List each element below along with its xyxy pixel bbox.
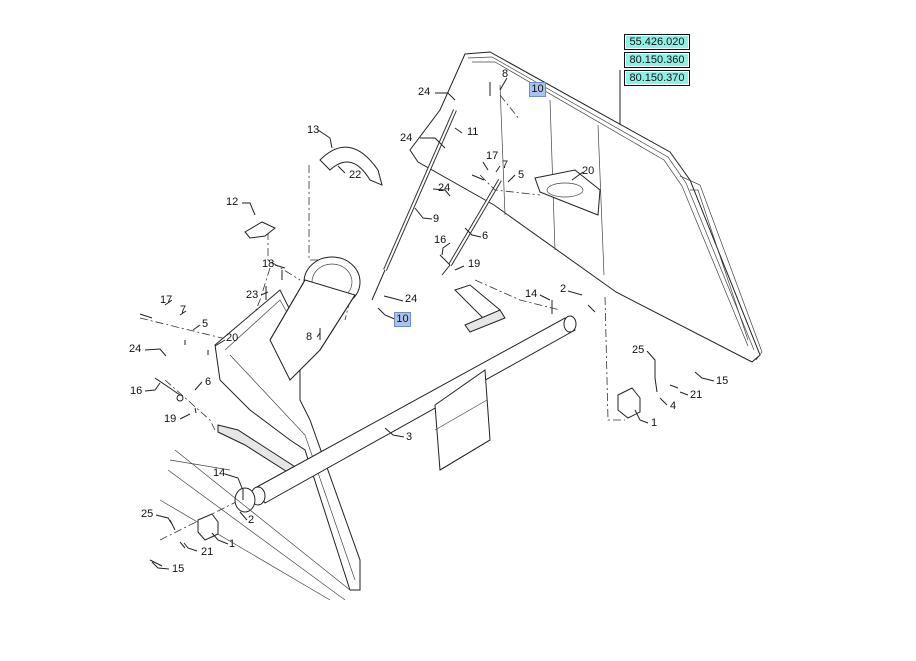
callout-2: 2: [560, 283, 567, 295]
reference-code-3[interactable]: 80.150.370: [624, 70, 690, 86]
callout-1: 1: [651, 417, 658, 429]
callout-15: 15: [716, 375, 729, 387]
callout-9: 9: [433, 213, 440, 225]
callout-24: 24: [400, 132, 413, 144]
callout-12: 12: [226, 196, 239, 208]
callout-21: 21: [201, 546, 214, 558]
callout-17: 17: [486, 150, 499, 162]
main-axle: [234, 315, 577, 513]
ladder-step: [434, 284, 506, 471]
highlighted-callout-10-left[interactable]: 10: [394, 312, 411, 327]
reference-code-1[interactable]: 55.426.020: [624, 34, 690, 50]
callout-25: 25: [632, 344, 645, 356]
callout-1: 1: [229, 538, 236, 550]
callout-24: 24: [438, 182, 451, 194]
callout-15: 15: [172, 563, 185, 575]
callout-leaders: [144, 77, 715, 570]
callout-16: 16: [130, 385, 143, 397]
callout-5: 5: [202, 318, 209, 330]
callout-11: 11: [467, 126, 479, 138]
callout-19: 19: [468, 258, 481, 270]
callout-7: 7: [180, 304, 187, 316]
callout-5: 5: [518, 169, 525, 181]
callout-20: 20: [582, 165, 595, 177]
callout-6: 6: [482, 230, 489, 242]
bottom-deck: [159, 449, 351, 601]
callout-6: 6: [205, 376, 212, 388]
callout-13: 13: [307, 124, 320, 136]
callout-17: 17: [160, 294, 173, 306]
highlighted-callout-10-top[interactable]: 10: [529, 82, 546, 97]
callout-24: 24: [405, 293, 418, 305]
fasteners: [139, 82, 679, 567]
callout-25: 25: [141, 508, 154, 520]
reference-code-2[interactable]: 80.150.360: [624, 52, 690, 68]
callout-4: 4: [670, 400, 677, 412]
bracket-right: [617, 387, 641, 419]
gas-struts-right: [371, 109, 502, 301]
callout-8: 8: [306, 331, 313, 343]
bracket-12: [244, 221, 276, 239]
callout-2: 2: [248, 514, 255, 526]
callout-24: 24: [418, 86, 431, 98]
callout-24: 24: [129, 343, 142, 355]
callout-3: 3: [406, 431, 413, 443]
callout-21: 21: [690, 389, 703, 401]
callout-16: 16: [434, 234, 447, 246]
callout-18: 18: [262, 258, 275, 270]
callout-22: 22: [349, 169, 362, 181]
callout-20: 20: [226, 332, 239, 344]
callout-14: 14: [213, 467, 226, 479]
callout-23: 23: [246, 289, 259, 301]
callout-7: 7: [502, 159, 509, 171]
guard-13: [319, 146, 383, 186]
hopper-cylinder: [269, 256, 361, 381]
callout-14: 14: [525, 288, 538, 300]
callout-8: 8: [502, 68, 509, 80]
callout-19: 19: [164, 413, 177, 425]
right-side-panel: [409, 51, 763, 363]
